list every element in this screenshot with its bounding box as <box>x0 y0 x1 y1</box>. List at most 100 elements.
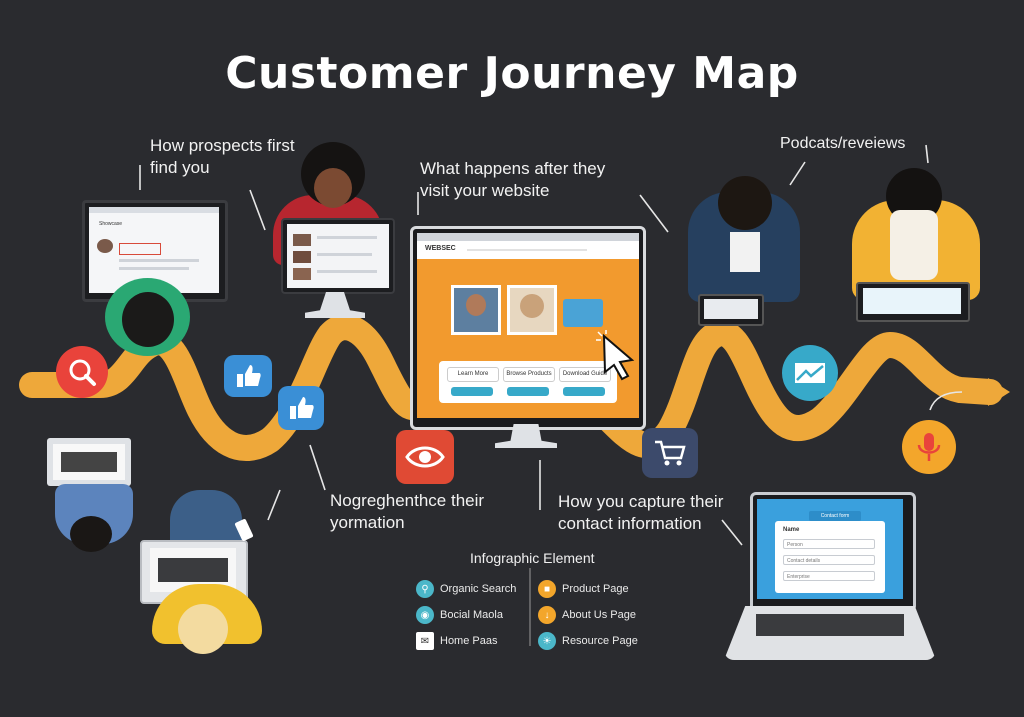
cart-icon <box>642 428 698 478</box>
tablet <box>698 294 764 326</box>
photo-card <box>507 285 557 335</box>
legend-item: ⚲ Organic Search <box>416 580 516 598</box>
download-guide-button[interactable]: Download Guide <box>559 367 611 382</box>
legend-item: ✉ Home Paas <box>416 632 516 650</box>
website-header: WEBSEC <box>417 241 639 259</box>
tablet-screen <box>863 288 961 314</box>
small-monitor <box>281 218 395 294</box>
callout-capture-label: How you capture their contact informatio… <box>558 492 724 533</box>
text-line <box>317 236 377 239</box>
contact-field-details[interactable]: Contact details <box>783 555 875 565</box>
person-scarf <box>890 210 938 280</box>
legend-right-column: ■ Product Page ↓ About Us Page ☀ Resourc… <box>538 580 638 650</box>
contact-laptop-screen: Contact form Name Person Contact details… <box>757 499 903 599</box>
search-icon <box>56 346 108 398</box>
callout-podcasts-label: Podcats/reveiews <box>780 135 906 152</box>
about-icon: ↓ <box>538 606 556 624</box>
search-icon: ⚲ <box>416 580 434 598</box>
browse-products-button[interactable]: Browse Products <box>503 367 555 382</box>
contact-form-name-label: Name <box>783 527 800 533</box>
legend-label: About Us Page <box>562 609 636 621</box>
person-hair <box>122 292 174 347</box>
eye-icon <box>396 430 454 484</box>
microphone-icon <box>902 420 956 474</box>
legend-item: ↓ About Us Page <box>538 606 638 624</box>
browser-monitor: Showcase <box>82 200 228 302</box>
email-icon <box>782 345 838 401</box>
contact-field-person[interactable]: Person <box>783 539 875 549</box>
avatar <box>97 239 113 253</box>
contact-laptop: Contact form Name Person Contact details… <box>750 492 916 612</box>
photo-face <box>520 294 544 318</box>
text-line <box>317 253 372 256</box>
page-title: Customer Journey Map <box>225 48 799 99</box>
contact-field-enterprise[interactable]: Enterprise <box>783 571 875 581</box>
legend-label: Home Paas <box>440 635 498 647</box>
arrow-nurture-2 <box>267 489 281 521</box>
legend-title: Infographic Element <box>470 550 595 566</box>
cursor-icon <box>596 330 635 381</box>
callout-find-label: How prospects first find you <box>150 136 295 177</box>
legend-item: ☀ Resource Page <box>538 632 638 650</box>
browser-toolbar <box>89 207 219 213</box>
text-line <box>317 270 377 273</box>
tablet <box>856 282 970 322</box>
arrow-after-2 <box>639 194 669 233</box>
cta-button[interactable] <box>451 387 493 396</box>
tablet-screen <box>704 299 758 319</box>
person-shirt <box>730 232 760 272</box>
laptop-base <box>724 606 936 660</box>
central-monitor: WEBSEC Learn More Browse Products Downlo… <box>410 226 646 430</box>
photo <box>510 288 554 332</box>
highlight-box <box>119 243 161 255</box>
photo <box>454 288 498 332</box>
home-page-icon: ✉ <box>416 632 434 650</box>
laptop-keyboard <box>756 614 904 636</box>
callout-nurture-label: Nogreghenthce their yormation <box>330 491 485 532</box>
arrow-mic <box>929 391 963 411</box>
thumbnail <box>293 251 311 263</box>
thumbnail <box>293 268 311 280</box>
arrow-find-2 <box>249 189 266 231</box>
nav-line <box>467 249 587 251</box>
laptop-small <box>47 438 131 486</box>
arrow-podcasts-1 <box>789 161 806 186</box>
arrow-capture-2 <box>721 519 743 546</box>
person-blonde-hair <box>178 604 228 654</box>
contact-form: Contact form Name Person Contact details… <box>775 511 885 593</box>
website-screen: WEBSEC Learn More Browse Products Downlo… <box>417 233 639 418</box>
photo-face <box>466 294 486 316</box>
cta-button[interactable] <box>507 387 549 396</box>
legend-item: ◉ Bocial Maola <box>416 606 516 624</box>
arrow-nurture-1 <box>309 444 326 491</box>
laptop-screen <box>53 444 125 480</box>
callout-after-visit-label: What happens after they visit your websi… <box>420 159 606 200</box>
legend-label: Resource Page <box>562 635 638 647</box>
thumbs-up-icon <box>278 386 324 430</box>
resource-icon: ☀ <box>538 632 556 650</box>
small-monitor-screen <box>287 224 389 288</box>
thumbnail <box>293 234 311 246</box>
text-line <box>119 267 189 270</box>
laptop-keyboard <box>61 452 117 472</box>
legend-divider <box>529 568 531 646</box>
browser-bar <box>417 233 639 241</box>
photo-card <box>451 285 501 335</box>
social-icon: ◉ <box>416 606 434 624</box>
arrow-podcasts-2 <box>925 144 929 164</box>
text-line <box>119 259 199 262</box>
legend-item: ■ Product Page <box>538 580 638 598</box>
thumbs-up-icon <box>224 355 272 397</box>
contact-form-header: Contact form <box>809 511 861 521</box>
learn-more-button[interactable]: Learn More <box>447 367 499 382</box>
person-hair <box>70 516 112 552</box>
legend-label: Product Page <box>562 583 629 595</box>
legend-label: Organic Search <box>440 583 517 595</box>
website-logo: WEBSEC <box>425 245 456 252</box>
browser-page-title: Showcase <box>99 221 123 227</box>
person-hair <box>718 176 772 230</box>
legend-label: Bocial Maola <box>440 609 503 621</box>
product-icon: ■ <box>538 580 556 598</box>
cta-button[interactable] <box>563 387 605 396</box>
